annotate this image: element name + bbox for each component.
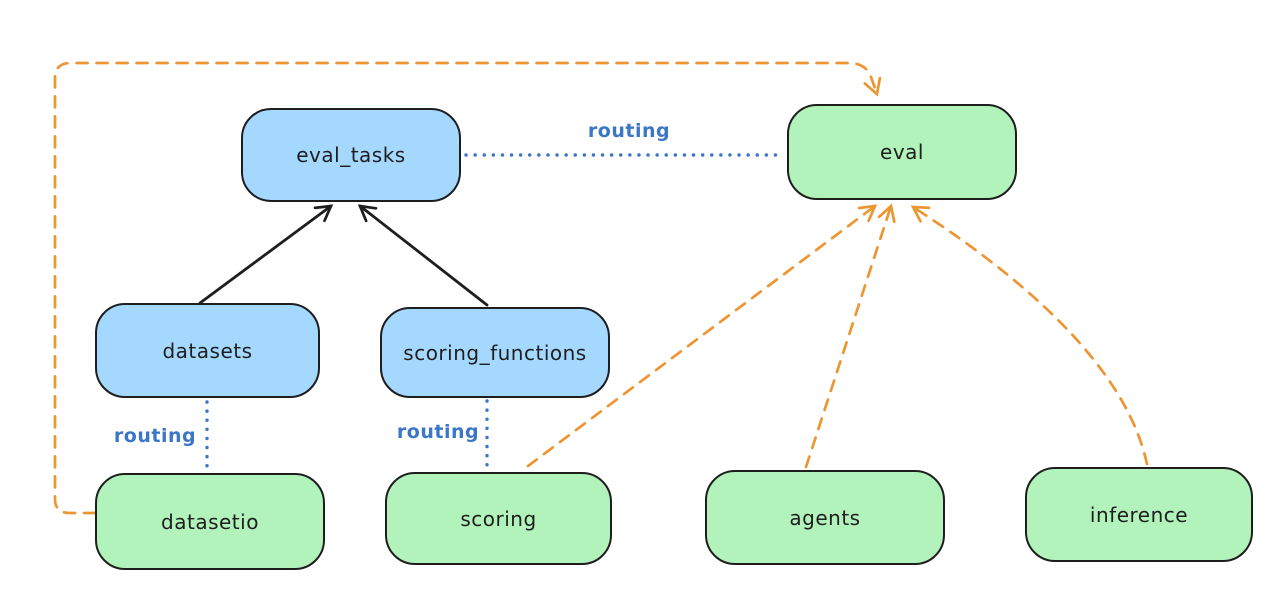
- node-eval: eval: [787, 104, 1017, 200]
- node-eval-tasks-label: eval_tasks: [296, 143, 406, 167]
- edge-datasets-to-eval-tasks: [198, 204, 334, 305]
- node-scoring-functions-label: scoring_functions: [403, 340, 587, 365]
- node-scoring-functions: scoring_functions: [380, 307, 610, 398]
- node-eval-tasks: eval_tasks: [241, 108, 461, 202]
- edge-label-routing-scoring-functions-scoring: routing: [396, 421, 480, 443]
- node-eval-label: eval: [880, 140, 924, 164]
- node-scoring-label: scoring: [460, 506, 537, 531]
- node-datasetio: datasetio: [95, 473, 325, 570]
- edge-inference-to-eval: [910, 205, 1149, 466]
- node-inference-label: inference: [1089, 502, 1189, 527]
- edge-scoring-to-eval: [526, 204, 878, 468]
- edge-label-routing-datasets-datasetio: routing: [113, 425, 197, 447]
- edge-scoring-functions-to-eval-tasks: [357, 204, 489, 307]
- node-datasets-label: datasets: [162, 338, 253, 363]
- edge-label-routing-eval-tasks-eval: routing: [587, 120, 671, 142]
- edge-datasetio-to-eval: [53, 61, 882, 515]
- node-datasetio-label: datasetio: [161, 509, 259, 534]
- node-agents-label: agents: [789, 505, 861, 530]
- node-agents: agents: [705, 470, 945, 565]
- node-inference: inference: [1025, 467, 1253, 562]
- node-scoring: scoring: [385, 472, 612, 565]
- node-datasets: datasets: [95, 303, 320, 398]
- edge-agents-to-eval: [804, 203, 896, 469]
